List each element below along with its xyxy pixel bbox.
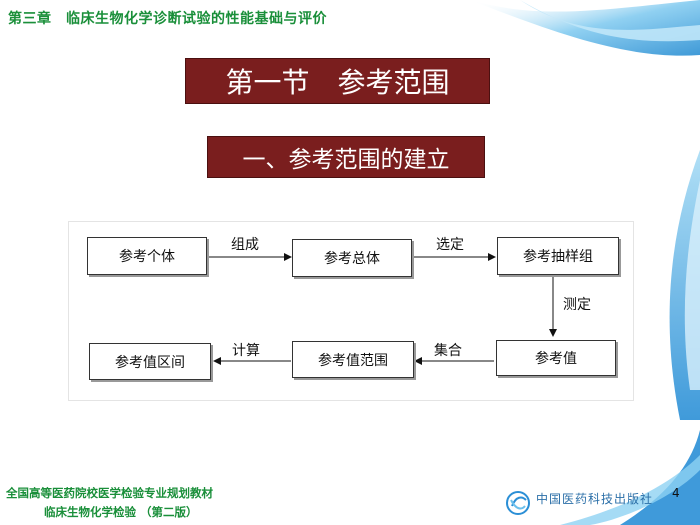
publisher-logo-icon [506,491,530,515]
flow-arrows [207,253,557,365]
node-reference-value: 参考值 [496,340,616,376]
subsection-title: 一、参考范围的建立 [207,136,485,178]
node-reference-interval: 参考值区间 [89,343,211,380]
flow-diagram: 参考个体 参考总体 参考抽样组 参考值 参考值范围 参考值区间 组成 选定 测定… [69,222,633,400]
edge-label-aggregate: 集合 [434,343,462,359]
publisher-name: 中国医药科技出版社 [536,492,654,506]
edge-label-calculate: 计算 [232,343,260,359]
footer-textbook-info: 全国高等医药院校医学检验专业规划教材 临床生物化学检验 （第二版） [6,484,213,522]
edge-label-select: 选定 [436,237,464,253]
chapter-header: 第三章 临床生物化学诊断试验的性能基础与评价 [8,11,327,27]
page-number: 4 [672,486,680,500]
node-reference-individual: 参考个体 [87,237,207,275]
node-reference-population: 参考总体 [292,239,412,277]
section-title: 第一节 参考范围 [185,58,490,104]
node-reference-sample-group: 参考抽样组 [497,237,619,275]
edge-label-compose: 组成 [231,237,259,253]
footer-book-title: 临床生物化学检验 （第二版） [44,505,198,519]
node-reference-value-range: 参考值范围 [292,341,414,378]
footer-series-title: 全国高等医药院校医学检验专业规划教材 [6,486,213,500]
edge-label-measure: 测定 [563,297,591,313]
